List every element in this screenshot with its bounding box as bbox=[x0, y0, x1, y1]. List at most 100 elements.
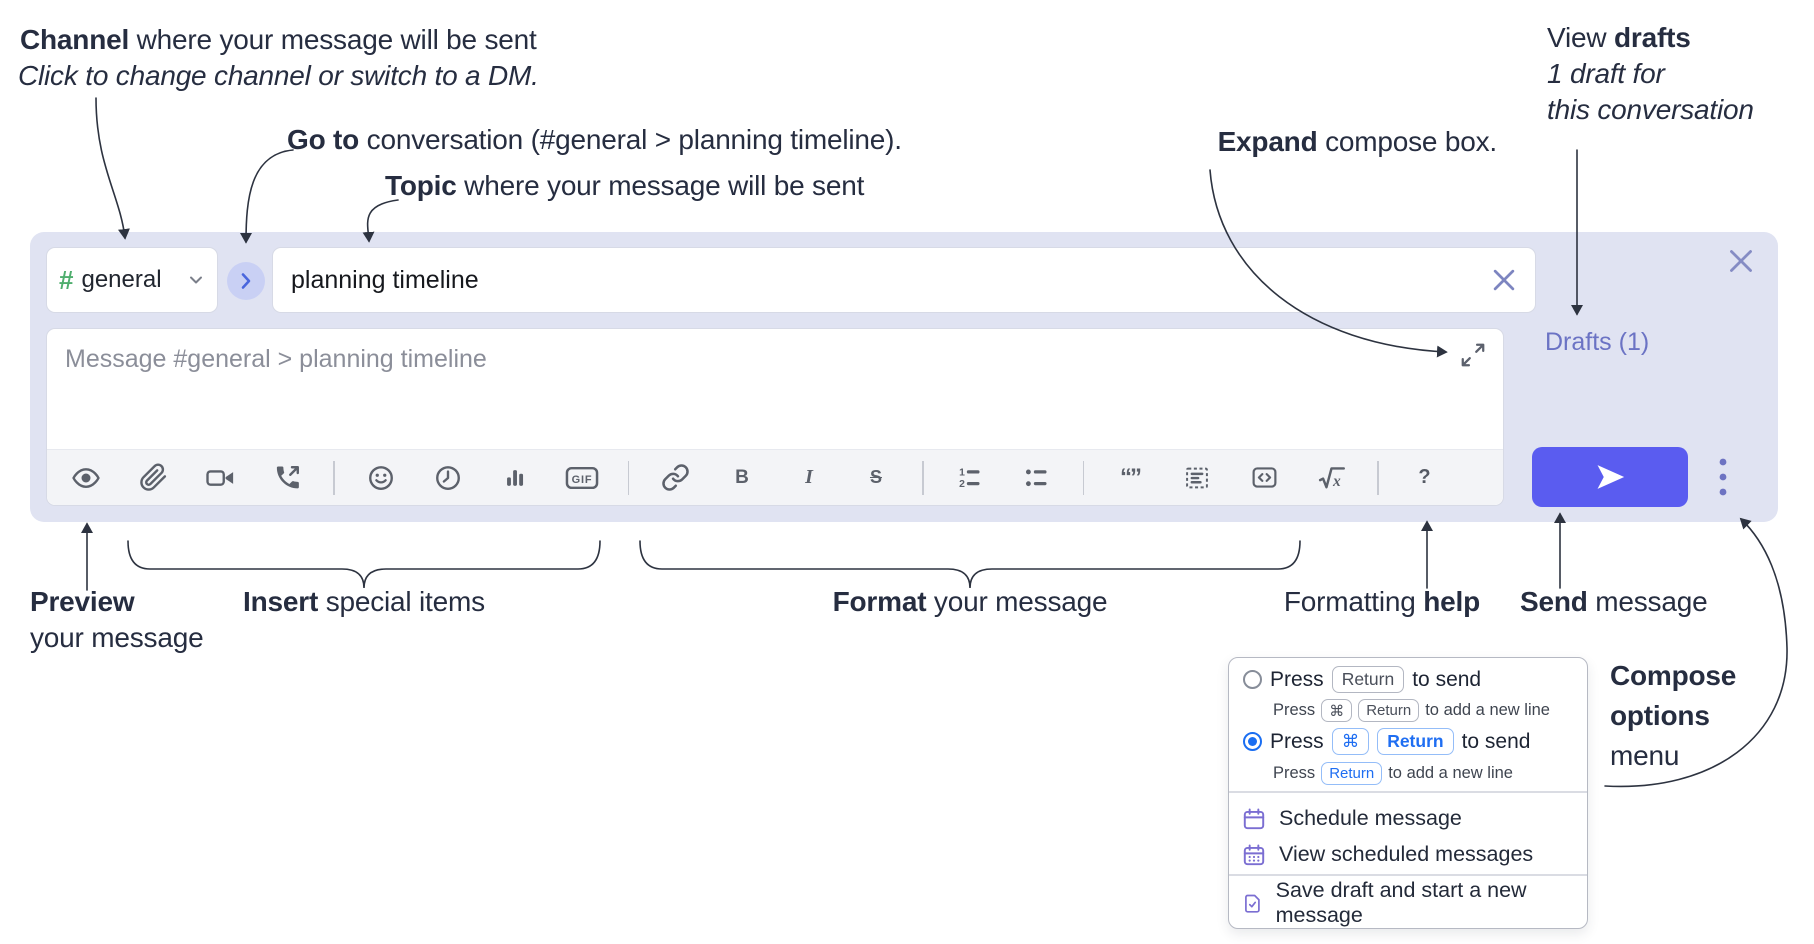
preview-eye-icon[interactable] bbox=[65, 456, 107, 500]
channel-connector-line bbox=[95, 97, 130, 240]
send-label: Send message bbox=[1520, 584, 1708, 620]
topic-input[interactable]: planning timeline bbox=[272, 247, 1536, 313]
inline-code-icon[interactable] bbox=[1243, 456, 1285, 500]
code-block-icon[interactable] bbox=[1176, 456, 1218, 500]
compose-options-menu: Press Return to send Press ⌘ Return to a… bbox=[1228, 657, 1588, 929]
topic-input-value: planning timeline bbox=[291, 265, 479, 294]
menu-option-cmd-return-to-send[interactable]: Press ⌘ Return to send bbox=[1243, 728, 1530, 755]
return-key: Return bbox=[1377, 728, 1454, 755]
preview-label-line2: your message bbox=[30, 622, 204, 653]
formatting-help-pre: Formatting bbox=[1283, 586, 1424, 617]
goto-conversation-button[interactable] bbox=[227, 262, 265, 300]
svg-text:1: 1 bbox=[959, 467, 965, 478]
blockquote-icon[interactable]: “” bbox=[1120, 463, 1142, 491]
goto-annotation-bold: Go to bbox=[287, 124, 360, 155]
menu-item-save-draft[interactable]: Save draft and start a new message bbox=[1241, 878, 1587, 927]
math-formula-icon[interactable]: x bbox=[1310, 456, 1352, 500]
preview-label: Preview your message bbox=[30, 584, 204, 656]
cmd-key: ⌘ bbox=[1331, 728, 1370, 755]
emoji-icon[interactable] bbox=[360, 456, 402, 500]
format-label: Format your message bbox=[833, 584, 1108, 620]
kebab-menu-icon bbox=[1719, 458, 1727, 496]
expand-annotation-rest: compose box. bbox=[1317, 126, 1497, 157]
expand-annotation-bold: Expand bbox=[1217, 126, 1318, 157]
new-line-text: to add a new line bbox=[1388, 764, 1513, 782]
to-send-text: to send bbox=[1461, 729, 1531, 753]
menu-option-return-to-send[interactable]: Press Return to send bbox=[1243, 666, 1481, 693]
topic-annotation: Topic where your message will be sent bbox=[385, 168, 864, 204]
svg-text:GIF: GIF bbox=[571, 473, 592, 485]
audio-call-icon[interactable] bbox=[266, 456, 308, 500]
svg-text:x: x bbox=[1332, 473, 1341, 490]
chevron-down-icon bbox=[190, 276, 202, 284]
formatting-help-icon[interactable]: ? bbox=[1418, 466, 1431, 488]
view-drafts-line2: 1 draft for bbox=[1547, 58, 1665, 89]
insert-label: Insert special items bbox=[243, 584, 485, 620]
view-drafts-pre: View bbox=[1547, 22, 1614, 53]
calendar-icon bbox=[1243, 807, 1265, 829]
bulleted-list-icon[interactable] bbox=[1016, 456, 1058, 500]
send-plane-icon bbox=[1597, 465, 1625, 489]
channel-annotation-line2: Click to change channel or switch to a D… bbox=[18, 60, 539, 91]
compose-options-line1: Compose bbox=[1610, 660, 1737, 691]
message-placeholder: Message #general > planning timeline bbox=[65, 345, 487, 373]
italic-icon[interactable]: I bbox=[805, 466, 813, 488]
channel-annotation-bold: Channel bbox=[20, 24, 130, 55]
compose-options-button[interactable] bbox=[1713, 454, 1733, 500]
send-label-bold: Send bbox=[1520, 586, 1588, 617]
toolbar-divider bbox=[627, 460, 629, 495]
menu-item-label: Save draft and start a new message bbox=[1275, 878, 1527, 927]
send-button[interactable] bbox=[1532, 447, 1688, 507]
send-label-rest: message bbox=[1587, 586, 1708, 617]
menu-item-schedule-message[interactable]: Schedule message bbox=[1241, 801, 1462, 836]
toolbar-divider bbox=[1082, 460, 1084, 495]
compose-options-line3: menu bbox=[1610, 740, 1680, 771]
compose-options-label: Compose options menu bbox=[1610, 656, 1736, 776]
video-icon[interactable] bbox=[199, 456, 241, 500]
channel-selector[interactable]: # general bbox=[46, 247, 218, 313]
poll-chart-icon[interactable] bbox=[494, 456, 536, 500]
compose-box: # general planning timeline Message #gen… bbox=[30, 232, 1778, 522]
topic-annotation-bold: Topic bbox=[385, 170, 457, 201]
drafts-link[interactable]: Drafts (1) bbox=[1545, 328, 1650, 356]
attachment-paperclip-icon[interactable] bbox=[132, 456, 174, 500]
radio-unselected[interactable] bbox=[1243, 670, 1262, 689]
bold-icon[interactable]: B bbox=[735, 466, 749, 488]
recent-clock-icon[interactable] bbox=[427, 456, 469, 500]
toolbar-divider bbox=[333, 460, 335, 495]
channel-annotation: Channel where your message will be sent bbox=[20, 22, 537, 58]
view-drafts-line3: this conversation bbox=[1547, 94, 1754, 125]
expand-compose-icon[interactable] bbox=[1459, 341, 1487, 369]
gif-icon[interactable]: GIF bbox=[561, 456, 603, 500]
expand-annotation: Expand compose box. bbox=[1217, 124, 1498, 160]
press-text: Press bbox=[1270, 729, 1324, 753]
toolbar-divider bbox=[922, 460, 924, 495]
press-text: Press bbox=[1273, 764, 1316, 782]
format-label-bold: Format bbox=[832, 586, 927, 617]
view-drafts-annotation: View drafts 1 draft for this conversatio… bbox=[1547, 20, 1754, 128]
insert-label-rest: special items bbox=[318, 586, 485, 617]
calendar-grid-icon bbox=[1243, 843, 1265, 865]
chevron-right-icon bbox=[241, 273, 251, 289]
message-box[interactable]: Message #general > planning timeline bbox=[46, 328, 1504, 506]
draft-document-icon bbox=[1245, 894, 1260, 913]
radio-selected[interactable] bbox=[1243, 732, 1262, 751]
menu-item-label: View scheduled messages bbox=[1279, 842, 1534, 866]
link-icon[interactable] bbox=[654, 456, 696, 500]
menu-item-label: Schedule message bbox=[1279, 806, 1462, 830]
new-line-text: to add a new line bbox=[1425, 701, 1550, 719]
strikethrough-icon[interactable]: S bbox=[869, 467, 882, 487]
clear-topic-icon[interactable] bbox=[1491, 267, 1517, 293]
close-compose-icon[interactable] bbox=[1726, 246, 1756, 276]
view-drafts-bold: drafts bbox=[1613, 22, 1691, 53]
cmd-key: ⌘ bbox=[1321, 699, 1353, 722]
compose-options-line2: options bbox=[1610, 700, 1710, 731]
menu-item-view-scheduled[interactable]: View scheduled messages bbox=[1241, 837, 1533, 872]
formatting-help-label: Formatting help bbox=[1284, 584, 1480, 620]
channel-annotation-rest: where your message will be sent bbox=[129, 24, 537, 55]
goto-annotation: Go to conversation (#general > planning … bbox=[287, 122, 902, 158]
svg-text:2: 2 bbox=[959, 479, 965, 490]
return-key: Return bbox=[1331, 666, 1405, 693]
